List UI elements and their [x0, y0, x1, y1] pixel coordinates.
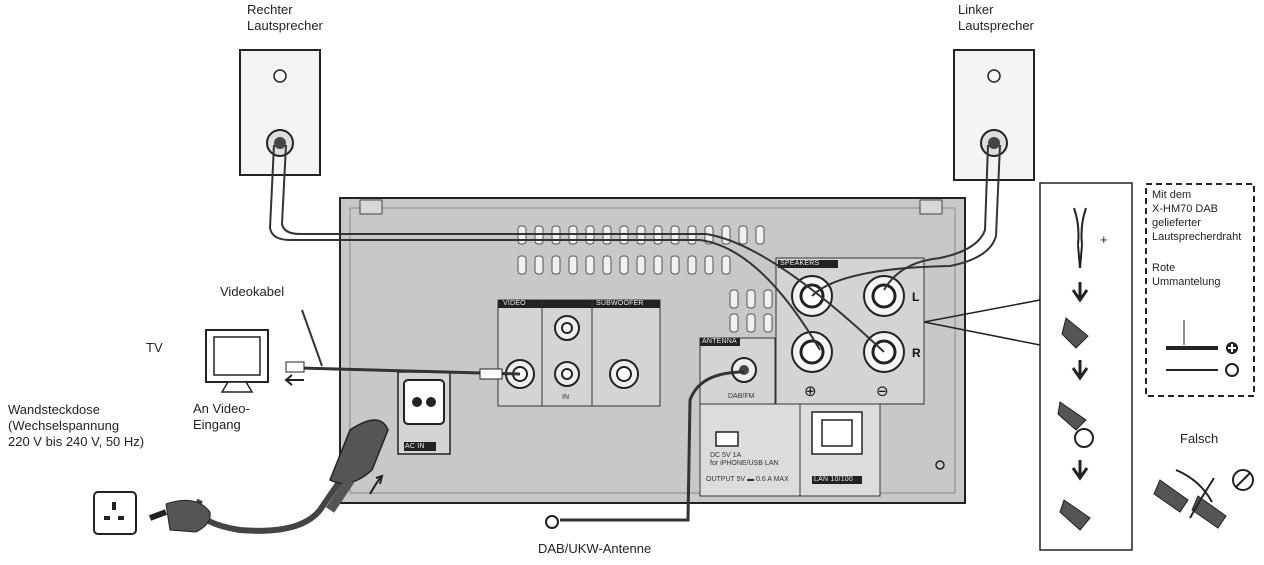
right-speaker-label: Rechter Lautsprecher [247, 2, 323, 33]
tv-label: TV [146, 340, 163, 355]
antenna-jack[interactable] [731, 357, 757, 383]
speakers-label: SPEAKERS [780, 260, 820, 267]
audio-in-jacks[interactable] [554, 315, 580, 387]
red-sheath-label: Rote Ummantelung [1152, 262, 1221, 288]
av-output-panel [497, 299, 661, 407]
wall-outlet-label: Wandsteckdose (Wechselspannung 220 V bis… [8, 402, 145, 449]
arrow-to-tv-icon [284, 374, 304, 386]
negative-terminal-icon: ⊖ [876, 382, 889, 400]
usb-port[interactable] [715, 431, 739, 447]
positive-terminal-icon: ⊕ [804, 382, 817, 400]
video-input-label: An Video- Eingang [193, 401, 250, 432]
left-speaker [953, 49, 1035, 181]
antenna-wire [545, 370, 745, 529]
in-port-label: IN [562, 394, 569, 401]
usb-lan-area [699, 403, 945, 497]
plus-sign-label: + [1100, 232, 1108, 247]
prohibited-icon [1232, 469, 1254, 491]
dab-fm-label: DAB/FM [728, 393, 755, 400]
subwoofer-out-jack[interactable] [609, 359, 639, 389]
tv-icon [205, 329, 269, 393]
video-port-label: VIDEO [503, 300, 526, 307]
power-cable [195, 419, 389, 534]
terminal-callout [923, 182, 1133, 551]
wrong-connection-example [1153, 469, 1254, 529]
wire-info-box [1145, 183, 1255, 397]
antenna-panel [699, 337, 776, 405]
wall-socket-icon [93, 491, 211, 535]
main-unit-rear-panel [339, 197, 966, 504]
left-terminal-label: L [912, 290, 920, 304]
usb-output-label: OUTPUT 5V ▬ 0.6 A MAX [706, 476, 789, 483]
wrong-label: Falsch [1180, 431, 1219, 446]
ac-in-label: AC IN [405, 443, 425, 450]
lan-port[interactable] [811, 411, 863, 455]
right-speaker [239, 49, 321, 176]
antenna-port-label: ANTENNA [702, 338, 737, 345]
right-terminal-label: R [912, 346, 921, 360]
speaker-cables [268, 144, 1001, 353]
lan-label: LAN 10/100 [814, 476, 853, 483]
left-speaker-label: Linker Lautsprecher [958, 2, 1034, 33]
video-cable-label: Videokabel [220, 284, 285, 299]
subwoofer-port-label: SUBWOOFER [596, 300, 644, 307]
usb-info-label: DC 5V 1A for iPHONE/USB LAN [710, 452, 779, 467]
ac-inlet[interactable] [397, 371, 451, 455]
antenna-label: DAB/UKW-Antenne [538, 541, 652, 556]
supplied-wire-label: Mit dem X-HM70 DAB gelieferter Lautsprec… [1152, 189, 1242, 243]
video-cable [285, 309, 521, 380]
